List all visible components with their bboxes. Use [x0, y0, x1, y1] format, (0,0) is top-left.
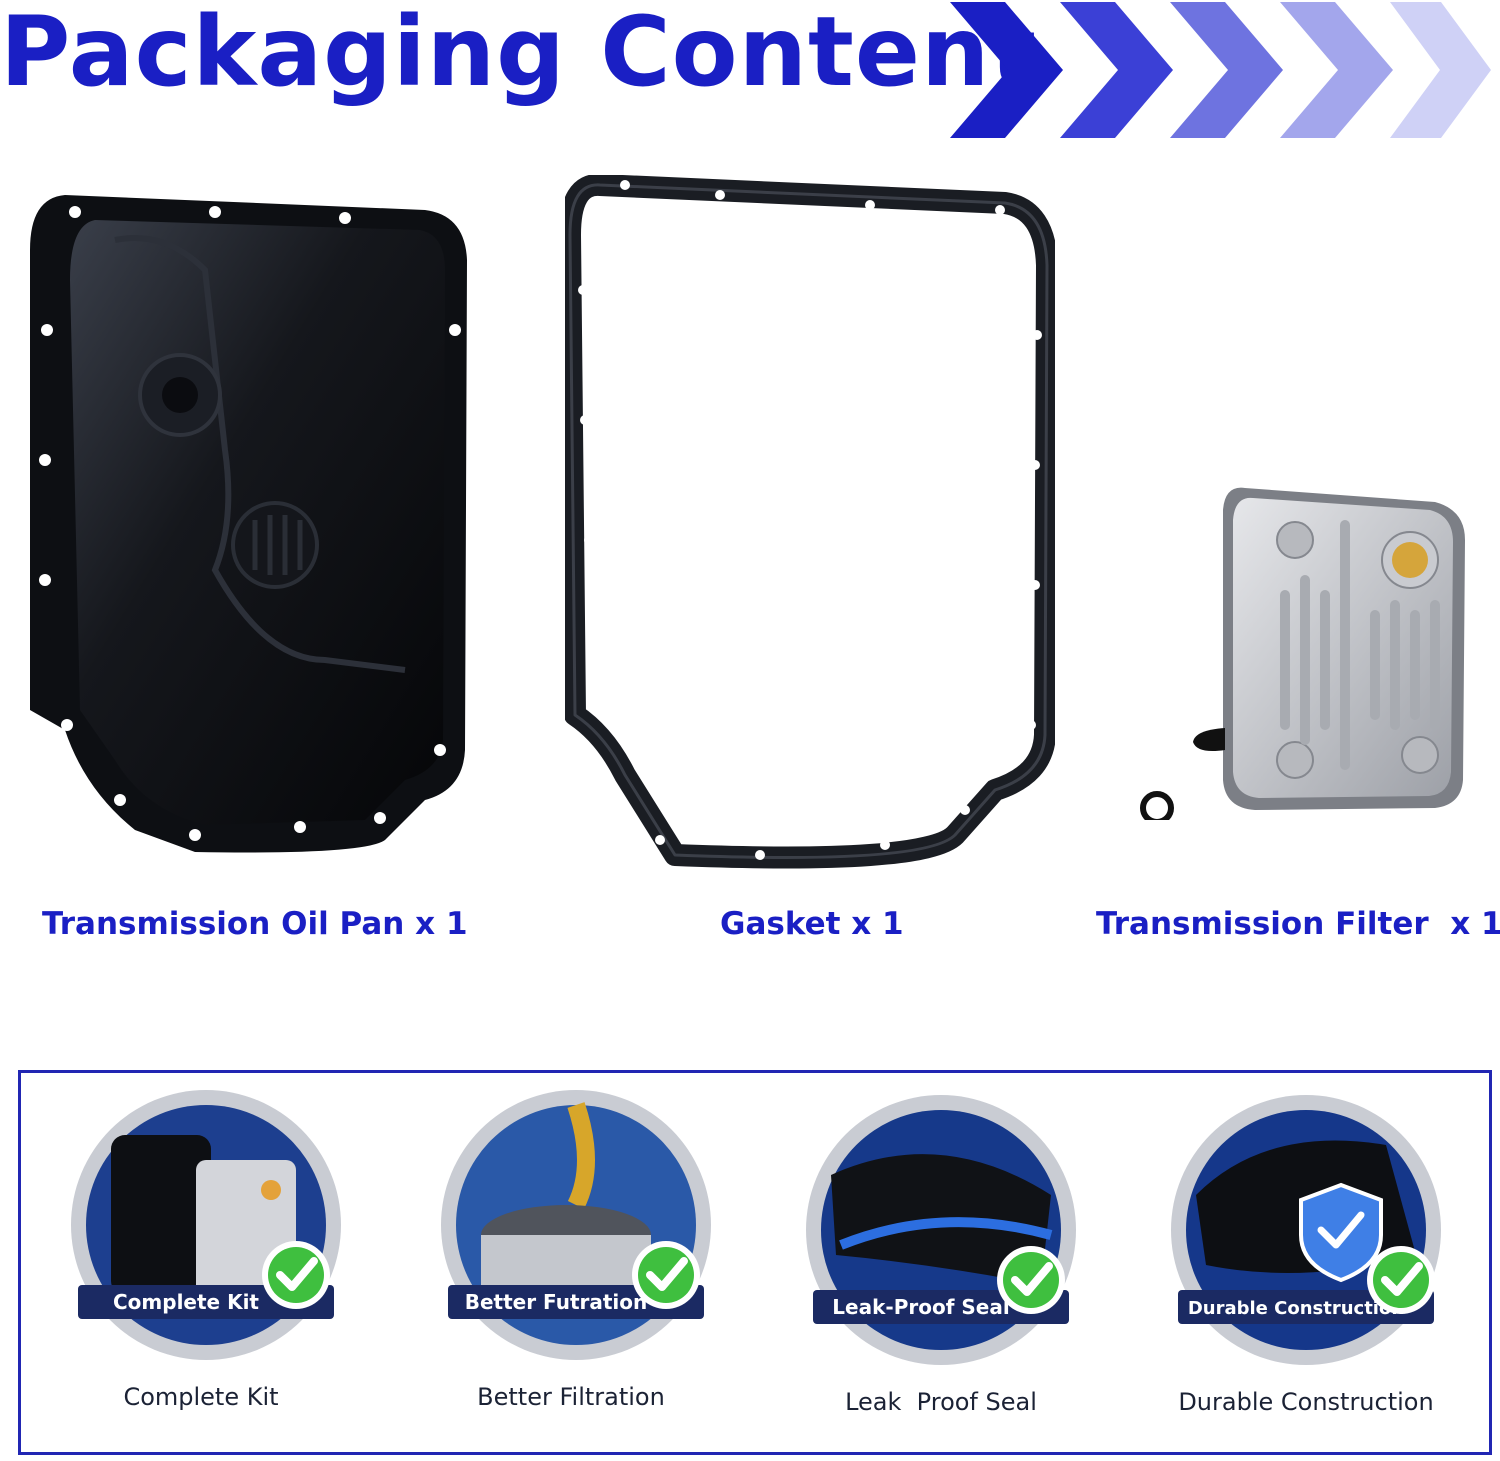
chevron-arrows-icon: [950, 2, 1491, 138]
feature-durable-construction: Durable Construction Durable Constructio…: [1156, 1085, 1456, 1416]
product-label-filter: Transmission Filter x 1: [1096, 906, 1500, 942]
chevron-3: [1170, 2, 1283, 138]
filter-image: [1140, 487, 1465, 820]
feature-complete-kit: Complete Kit Complete Kit: [56, 1085, 356, 1415]
feature-caption-complete-kit: Complete Kit: [123, 1383, 279, 1411]
feature-leak-proof-seal: Leak-Proof Seal Leak Proof Seal: [791, 1085, 1091, 1416]
leak-proof-seal-badge-icon: Leak-Proof Seal: [806, 1095, 1076, 1365]
feature-caption-durable-construction: Durable Construction: [1178, 1388, 1434, 1416]
durable-construction-badge-text: Durable Construction: [1188, 1298, 1404, 1319]
complete-kit-badge-text: Complete Kit: [113, 1290, 259, 1314]
better-filtration-badge-text: Better Futration: [465, 1290, 648, 1314]
chevron-2: [1060, 2, 1173, 138]
durable-construction-badge-icon: Durable Construction: [1171, 1095, 1441, 1365]
feature-better-filtration: Better Futration Better Filtration: [426, 1085, 726, 1415]
product-label-gasket: Gasket x 1: [720, 906, 904, 942]
leak-proof-seal-badge-text: Leak-Proof Seal: [832, 1295, 1009, 1319]
feature-caption-leak-proof-seal: Leak Proof Seal: [845, 1388, 1037, 1416]
oil-pan-image: [30, 195, 467, 853]
chevron-4: [1280, 2, 1393, 138]
better-filtration-badge-icon: Better Futration: [441, 1090, 711, 1360]
gasket-image: [565, 175, 1055, 869]
page-title: Packaging Content: [0, 0, 1038, 108]
product-label-oil-pan: Transmission Oil Pan x 1: [42, 906, 468, 942]
complete-kit-badge-icon: Complete Kit: [71, 1090, 341, 1360]
chevron-5: [1390, 2, 1491, 138]
chevron-1: [950, 2, 1063, 138]
features-panel: Complete Kit Complete Kit Better Futrati…: [18, 1070, 1492, 1455]
feature-caption-better-filtration: Better Filtration: [477, 1383, 665, 1411]
